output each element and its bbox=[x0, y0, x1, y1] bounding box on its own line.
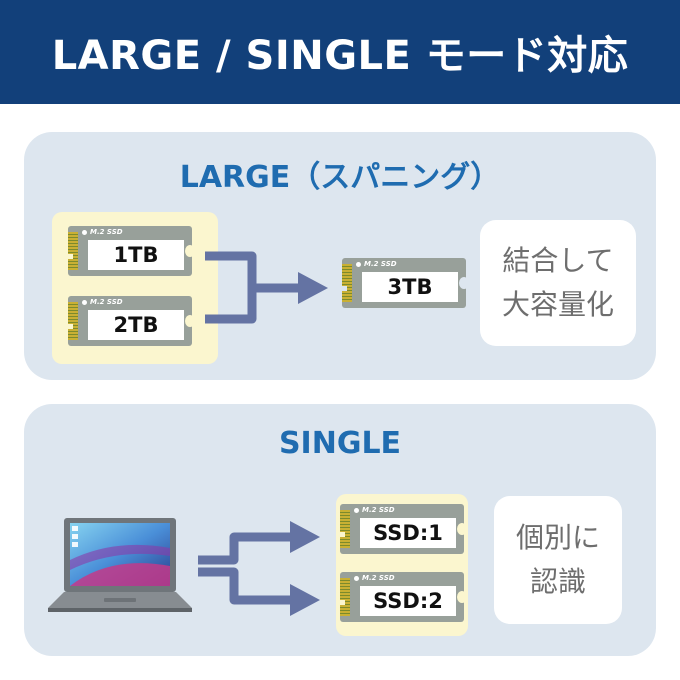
merge-arrow-icon bbox=[205, 251, 300, 324]
arrow-right-icon bbox=[290, 521, 320, 553]
large-result-box: 結合して 大容量化 bbox=[480, 220, 636, 346]
ssd-brand-label: M.2 SSD bbox=[90, 298, 123, 306]
ssd-brand-label: M.2 SSD bbox=[90, 228, 123, 236]
arrow-right-icon bbox=[290, 584, 320, 616]
single-result-box: 個別に 認識 bbox=[494, 496, 622, 624]
large-mode-title: LARGE（スパニング） bbox=[179, 160, 501, 195]
ssd-capacity-label: 1TB bbox=[88, 240, 184, 270]
ssd-brand-label: M.2 SSD bbox=[362, 574, 395, 582]
arrow-right-icon bbox=[298, 272, 328, 304]
large-source-drives: M.2 SSD 1TB M.2 SSD 2TB bbox=[52, 212, 218, 364]
ssd-icon-combined: M.2 SSD 3TB bbox=[342, 258, 469, 308]
ssd-capacity-label: 2TB bbox=[88, 310, 184, 340]
ssd-icon: M.2 SSD 2TB bbox=[68, 296, 195, 346]
result-text: 認識 bbox=[529, 565, 586, 598]
page-header: LARGE / SINGLE モード対応 bbox=[0, 0, 680, 104]
single-drives: M.2 SSD SSD:1 M.2 SSD SSD:2 bbox=[336, 494, 468, 636]
ssd-id-label: SSD:1 bbox=[360, 518, 456, 548]
result-text: 結合して bbox=[502, 244, 614, 277]
ssd-capacity-label: 3TB bbox=[362, 272, 458, 302]
ssd-brand-label: M.2 SSD bbox=[362, 506, 395, 514]
page-title: LARGE / SINGLE モード対応 bbox=[51, 33, 629, 79]
single-mode-title: SINGLE bbox=[278, 426, 402, 461]
result-text: 個別に bbox=[515, 521, 600, 554]
large-mode-panel: LARGE（スパニング） M.2 SSD 1TB M.2 SSD 2TB M.2… bbox=[24, 132, 656, 380]
ssd-brand-label: M.2 SSD bbox=[364, 260, 397, 268]
ssd-icon: M.2 SSD SSD:2 bbox=[340, 572, 467, 622]
ssd-icon: M.2 SSD 1TB bbox=[68, 226, 195, 276]
result-text: 大容量化 bbox=[501, 288, 614, 321]
split-arrow-icon bbox=[198, 532, 292, 605]
ssd-icon: M.2 SSD SSD:1 bbox=[340, 504, 467, 554]
ssd-id-label: SSD:2 bbox=[360, 586, 456, 616]
laptop-icon bbox=[48, 518, 192, 612]
